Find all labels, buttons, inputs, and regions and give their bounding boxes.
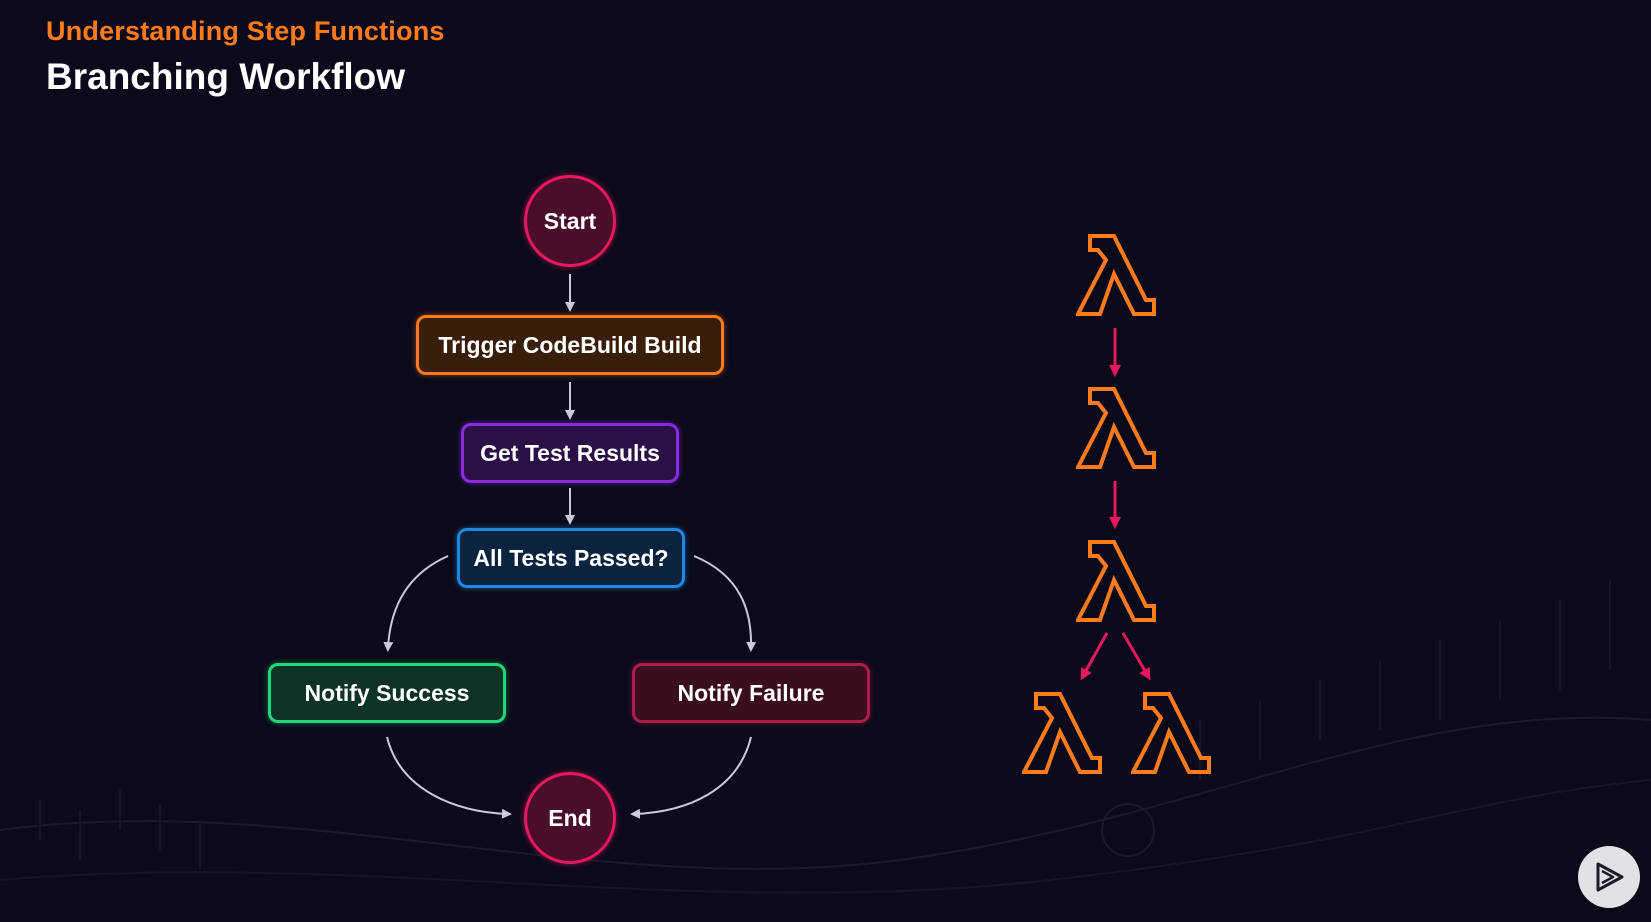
lambda-icon bbox=[1076, 234, 1156, 316]
trigger-codebuild-node: Trigger CodeBuild Build bbox=[416, 315, 724, 375]
lambda-icon bbox=[1076, 387, 1156, 469]
arrow-decision-failure bbox=[693, 555, 757, 652]
lambda-arrow-4 bbox=[1121, 632, 1151, 681]
start-label: Start bbox=[543, 207, 597, 234]
end-label: End bbox=[548, 804, 592, 831]
all-tests-passed-node: All Tests Passed? bbox=[457, 528, 685, 588]
notify-failure-node: Notify Failure bbox=[632, 663, 870, 723]
notify-success-node: Notify Success bbox=[268, 663, 506, 723]
play-icon bbox=[1596, 862, 1624, 892]
arrow-failure-end bbox=[630, 736, 752, 819]
get-test-results-node: Get Test Results bbox=[461, 423, 679, 483]
trigger-label: Trigger CodeBuild Build bbox=[438, 331, 702, 358]
lambda-icon bbox=[1022, 692, 1102, 774]
arrow-decision-success bbox=[383, 555, 449, 652]
decision-label: All Tests Passed? bbox=[473, 544, 669, 571]
lambda-arrow-3 bbox=[1080, 632, 1109, 681]
slide-title: Branching Workflow bbox=[46, 56, 406, 97]
section-kicker: Understanding Step Functions bbox=[46, 16, 445, 46]
start-node: Start bbox=[524, 175, 616, 267]
play-button[interactable] bbox=[1578, 846, 1640, 908]
lambda-icon bbox=[1076, 540, 1156, 622]
failure-label: Notify Failure bbox=[677, 679, 825, 706]
lambda-icon bbox=[1131, 692, 1211, 774]
end-node: End bbox=[524, 772, 616, 864]
arrow-success-end bbox=[386, 736, 512, 819]
success-label: Notify Success bbox=[304, 679, 470, 706]
results-label: Get Test Results bbox=[480, 439, 660, 466]
